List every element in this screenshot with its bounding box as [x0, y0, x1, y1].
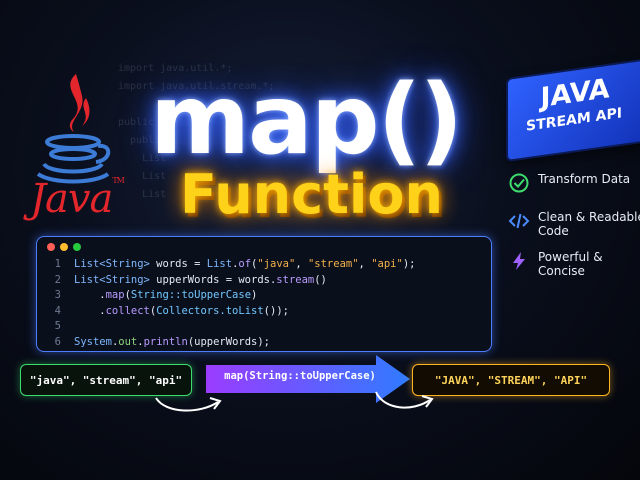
code-line: 5 — [37, 319, 491, 335]
lightning-icon — [513, 252, 525, 270]
code-brackets-icon — [508, 213, 530, 229]
code-text: System.out.println(upperWords); — [74, 335, 271, 348]
code-lines: 1 List<String> words = List.of("java", "s… — [37, 257, 491, 350]
operation-label: map(String::toUpperCase) — [224, 370, 376, 382]
curved-arrow-icon — [375, 391, 434, 409]
output-values-box: "JAVA", "STREAM", "API" — [412, 364, 610, 396]
code-line: 6 System.out.println(upperWords); — [37, 335, 491, 351]
line-number: 1 — [54, 258, 61, 270]
code-window: 1 List<String> words = List.of("java", "s… — [36, 236, 492, 352]
background-code: import java.util.*; import java.util.stre… — [118, 60, 275, 204]
code-text: .map(String::toUpperCase) — [74, 289, 258, 301]
feature-clean-code: Clean & Readable Code — [508, 210, 640, 238]
code-line: 2 List<String> upperWords = words.stream(… — [37, 273, 491, 289]
feature-label: Clean & Readable Code — [538, 210, 640, 238]
feature-label: Transform Data — [538, 172, 631, 186]
curved-arrow-icon — [155, 397, 222, 412]
line-number: 3 — [54, 289, 61, 301]
title-sub: Function — [180, 163, 443, 226]
background-code-line: public class — [118, 117, 191, 128]
map-operation-arrow — [206, 355, 410, 403]
background-code-line: List — [118, 171, 167, 182]
code-line: 1 List<String> words = List.of("java", "s… — [37, 257, 491, 273]
code-text: .collect(Collectors.toList()); — [74, 304, 289, 317]
code-text: List<String> words = List.of("java", "st… — [74, 258, 416, 270]
background-code-line: List — [118, 153, 167, 164]
check-circle-icon — [509, 173, 529, 193]
line-number: 5 — [54, 320, 61, 332]
feature-label: Powerful & Concise — [538, 250, 603, 278]
background-code-line: List — [118, 189, 167, 200]
code-line: 4 .collect(Collectors.toList()); — [37, 304, 491, 320]
window-dot — [73, 243, 81, 251]
code-line: 3 .map(String::toUpperCase) — [37, 288, 491, 304]
code-text: List<String> upperWords = words.stream() — [74, 273, 327, 286]
title-main: map() — [150, 64, 463, 176]
feature-transform: Transform Data — [508, 172, 640, 194]
java-wordmark: JavaTM — [30, 176, 125, 222]
input-values-box: "java", "stream", "api" — [20, 364, 192, 396]
background-code-line: import java.util.stream.*; — [118, 81, 275, 92]
feature-powerful: Powerful & Concise — [508, 250, 640, 278]
window-dot — [47, 243, 55, 251]
window-controls — [47, 243, 86, 251]
line-number: 4 — [54, 304, 61, 317]
window-dot — [60, 243, 68, 251]
background-code-line: import java.util.*; — [118, 63, 233, 74]
background-code-line: public — [118, 135, 167, 146]
java-cup-icon — [36, 74, 111, 184]
line-number: 6 — [54, 335, 61, 348]
line-number: 2 — [54, 273, 61, 286]
